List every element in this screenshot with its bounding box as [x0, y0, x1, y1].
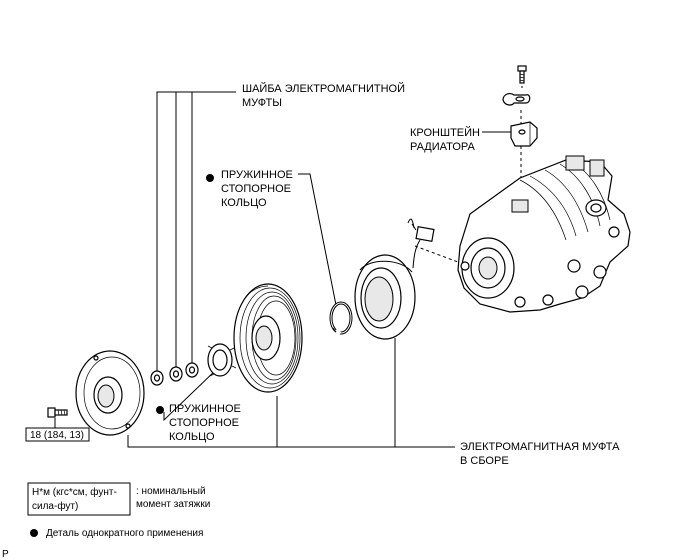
bracket-label-line1: КРОНШТЕЙН	[410, 126, 480, 139]
clutch-label-line1: ЭЛЕКТРОМАГНИТНАЯ МУФТА	[460, 441, 620, 453]
compressor	[457, 155, 631, 313]
single-use-marker-top	[206, 174, 214, 182]
pulley	[233, 283, 303, 393]
legend-torque-units-line1: Н*м (кгс*см, фунт-	[32, 486, 117, 498]
corner-mark: P	[2, 549, 9, 560]
legend-torque-desc-line1: : номинальный	[136, 486, 206, 497]
legend-torque-units-line2: сила-фут)	[32, 500, 78, 512]
bracket-clip	[502, 93, 531, 106]
magnet-clutch-stator	[354, 254, 416, 340]
snap-ring-top-label-line2: СТОПОРНОЕ	[221, 183, 291, 195]
snap-ring-top	[329, 301, 353, 336]
snap-ring-bottom-label-line1: ПРУЖИННОЕ	[169, 403, 241, 415]
shaft-bolt	[47, 407, 68, 418]
snap-ring-bottom	[207, 343, 237, 377]
bracket-label-line2: РАДИАТОРА	[410, 141, 476, 153]
legend-single-use-dot	[30, 529, 38, 537]
washer-label-line2: МУФТЫ	[242, 97, 282, 109]
snap-ring-bottom-label-line3: КОЛЬЦО	[169, 431, 215, 443]
torque-spec: 18 (184, 13)	[25, 427, 90, 442]
snap-ring-top-label-line3: КОЛЬЦО	[221, 197, 267, 209]
legend-single-use-text: Деталь однократного применения	[46, 528, 203, 539]
clutch-label-line2: В СБОРЕ	[460, 455, 509, 467]
pressure-plate	[75, 350, 145, 436]
bracket-bolt	[517, 65, 527, 84]
legend-torque-desc-line2: момент затяжки	[136, 499, 210, 510]
single-use-marker-bottom	[156, 406, 164, 414]
torque-value: 18 (184, 13)	[30, 430, 84, 441]
clutch-washers	[150, 362, 199, 386]
callout-labels: ШАЙБА ЭЛЕКТРОМАГНИТНОЙ МУФТЫ КРОНШТЕЙН Р…	[156, 82, 620, 467]
snap-ring-top-label-line1: ПРУЖИННОЕ	[221, 169, 293, 181]
leader-lines	[54, 91, 514, 448]
clutch-connector	[407, 218, 435, 269]
legend-torque-box	[27, 482, 131, 516]
washer-label-line1: ШАЙБА ЭЛЕКТРОМАГНИТНОЙ	[242, 82, 405, 95]
radiator-bracket	[510, 121, 538, 147]
assembly-axis-lines	[414, 68, 523, 263]
legend: Н*м (кгс*см, фунт- сила-фут) : номинальн…	[27, 482, 210, 539]
snap-ring-bottom-label-line2: СТОПОРНОЕ	[169, 417, 239, 429]
